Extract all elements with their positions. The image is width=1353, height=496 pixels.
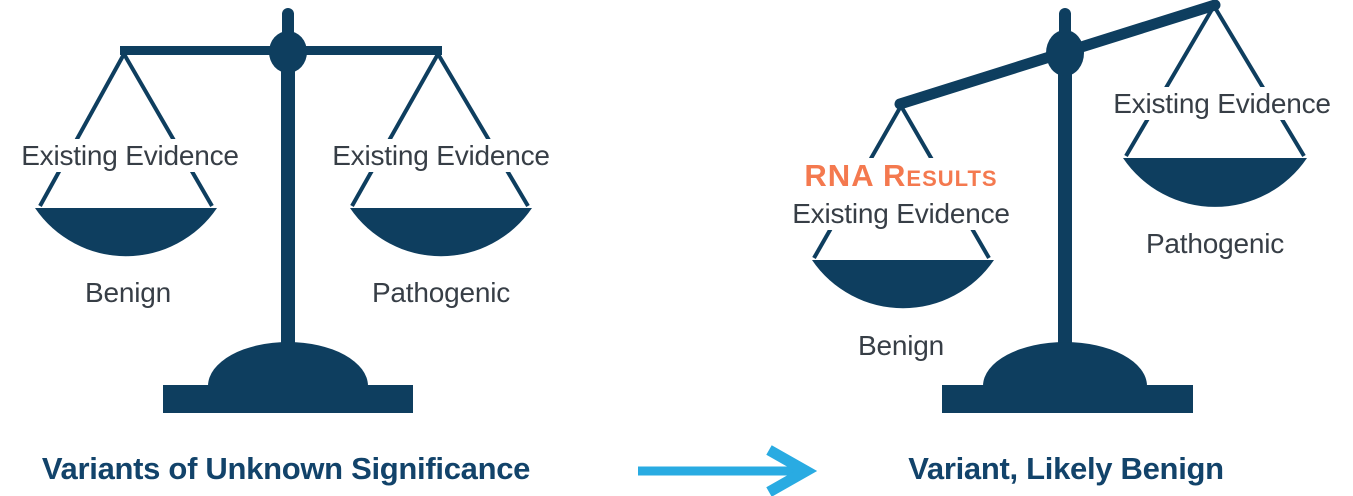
right-pan	[1123, 158, 1307, 207]
hanger-string	[1212, 4, 1306, 158]
rna-results-label: RNA Results	[798, 158, 1004, 198]
left-scale-benign-label: Benign	[79, 276, 177, 310]
arrow-head	[766, 445, 818, 496]
hanger-string	[122, 52, 214, 208]
base-plate	[163, 385, 413, 413]
left-scale-left-pan-label: Existing Evidence	[15, 139, 245, 173]
right-scale-left-pan-label: Existing Evidence	[786, 197, 1016, 231]
pivot	[1046, 30, 1084, 76]
base-dome	[983, 342, 1147, 386]
tilted-scale-icon	[812, 0, 1307, 413]
right-pan	[350, 208, 532, 257]
pole	[1058, 34, 1072, 385]
base-dome	[208, 342, 368, 386]
arrow-right-icon	[638, 445, 818, 496]
hanger-string	[436, 52, 530, 208]
left-pan	[35, 208, 217, 257]
left-scale-right-pan-label: Existing Evidence	[326, 139, 556, 173]
hanger-string	[1124, 4, 1216, 158]
right-scale-pathogenic-label: Pathogenic	[1139, 227, 1291, 261]
right-scale-benign-label: Benign	[852, 329, 950, 363]
pole	[281, 34, 295, 385]
left-scale-pathogenic-label: Pathogenic	[365, 276, 517, 310]
hanger-string	[38, 53, 126, 207]
right-scale-caption: Variant, Likely Benign	[908, 451, 1224, 486]
left-scale-caption: Variants of Unknown Significance	[41, 451, 531, 486]
pivot	[269, 31, 307, 73]
balanced-scale-icon	[35, 8, 532, 413]
left-pan	[812, 260, 994, 309]
hanger-string	[350, 53, 440, 207]
right-scale-right-pan-label: Existing Evidence	[1107, 87, 1337, 121]
base-plate	[942, 385, 1193, 413]
